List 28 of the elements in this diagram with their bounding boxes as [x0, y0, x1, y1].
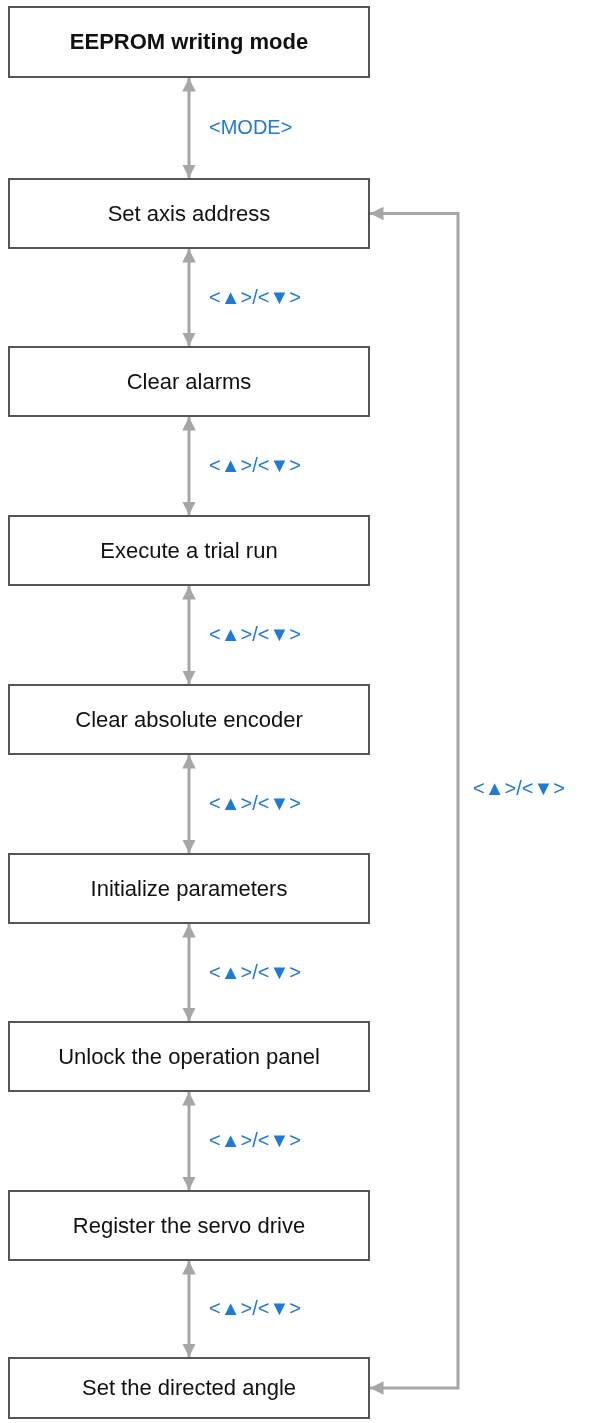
arrow [182, 78, 196, 178]
process-box [8, 178, 370, 249]
process-box [8, 515, 370, 586]
step-text: Set the directed angle [81, 1374, 296, 1402]
step-text: Clear absolute encoder [75, 705, 303, 734]
process-box [8, 6, 370, 78]
edge-label: <▲>/<▼> [472, 776, 566, 800]
process-box [8, 1357, 370, 1419]
process-box [8, 684, 370, 755]
arrow [182, 586, 196, 684]
arrow [370, 206, 460, 1395]
arrow [182, 1092, 196, 1190]
arrow [182, 249, 196, 346]
step-text: Unlock the operation panel [58, 1042, 320, 1071]
step-text: Register the servo drive [72, 1211, 306, 1240]
step-text: Clear alarms [126, 367, 252, 396]
step-text: EEPROM writing mode [69, 28, 309, 56]
arrow [182, 755, 196, 853]
step-text: Set axis address [107, 199, 271, 228]
step-text: Execute a trial run [100, 536, 278, 565]
arrow [182, 417, 196, 515]
process-box [8, 1021, 370, 1092]
arrow [182, 1261, 196, 1357]
process-box [8, 346, 370, 417]
process-box [8, 1190, 370, 1261]
process-box [8, 853, 370, 924]
arrow [182, 924, 196, 1021]
step-text: Initialize parameters [90, 874, 288, 903]
